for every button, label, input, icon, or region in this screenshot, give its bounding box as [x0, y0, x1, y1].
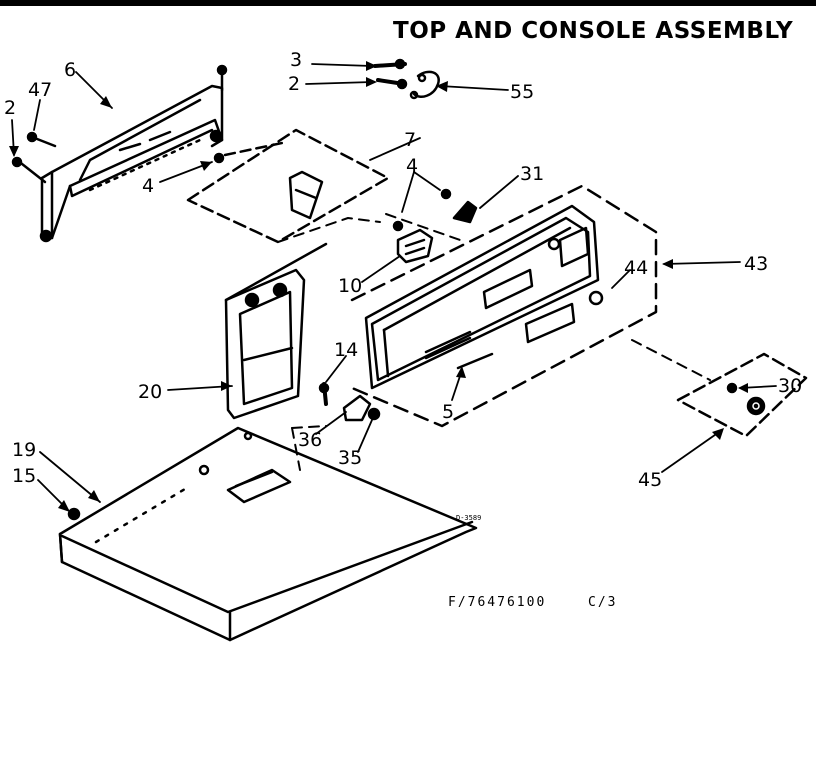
small-hardware-parts — [318, 382, 381, 422]
callout-7: 7 — [404, 129, 416, 151]
callout-3: 3 — [290, 49, 302, 71]
callout-30: 30 — [778, 375, 802, 397]
rear-bracket-part — [39, 84, 224, 243]
guide-lines — [277, 213, 711, 471]
callout-labels: 2 47 6 3 2 55 7 4 4 31 10 44 43 20 14 36… — [4, 49, 802, 491]
callout-5: 5 — [442, 401, 454, 423]
connector-part — [392, 220, 434, 264]
top-border — [0, 0, 816, 6]
door-frame-part — [224, 242, 328, 420]
knob-plate-part — [676, 352, 808, 438]
callout-14: 14 — [334, 339, 358, 361]
callout-35: 35 — [338, 447, 362, 469]
callout-45: 45 — [638, 469, 662, 491]
drawing-number: D-3589 — [456, 514, 481, 522]
callout-44: 44 — [624, 257, 648, 279]
knob-part — [440, 188, 478, 224]
callout-4-right: 4 — [406, 155, 418, 177]
screw-and-clip-set — [373, 58, 440, 100]
callout-19: 19 — [12, 439, 36, 461]
callout-4-left: 4 — [142, 175, 154, 197]
sheet-code: C/3 — [588, 595, 617, 610]
top-panel-part — [58, 426, 478, 642]
callout-2-left: 2 — [4, 97, 16, 119]
callout-2-top: 2 — [288, 73, 300, 95]
callout-20: 20 — [138, 381, 162, 403]
callout-55: 55 — [510, 81, 534, 103]
callout-47: 47 — [28, 79, 52, 101]
callout-15: 15 — [12, 465, 36, 487]
console-panel-part — [350, 184, 658, 428]
callout-36: 36 — [298, 429, 322, 451]
callout-10: 10 — [338, 275, 362, 297]
part-code: F/76476100 — [448, 595, 546, 610]
callout-31: 31 — [520, 163, 544, 185]
callout-43: 43 — [744, 253, 768, 275]
diagram-title: TOP AND CONSOLE ASSEMBLY — [393, 18, 794, 44]
arrowheads — [9, 61, 748, 512]
control-plate-part — [186, 128, 390, 244]
callout-6: 6 — [64, 59, 76, 81]
